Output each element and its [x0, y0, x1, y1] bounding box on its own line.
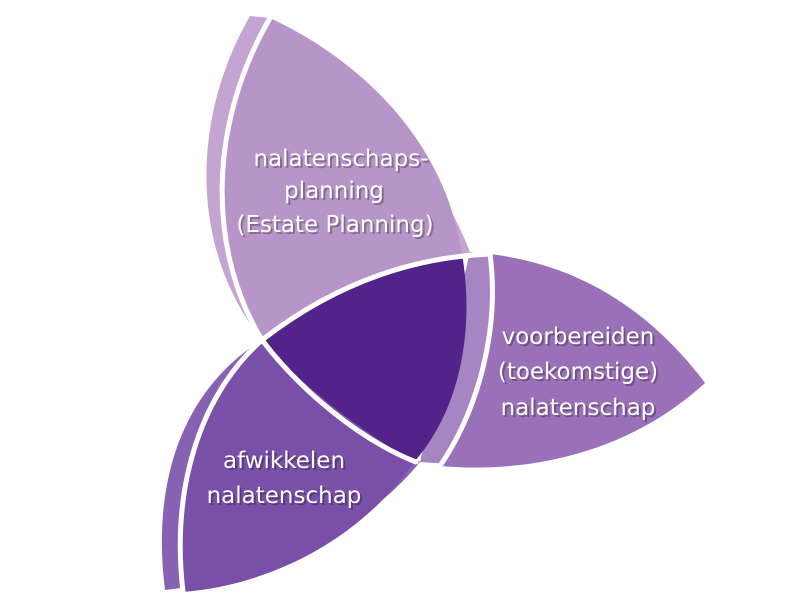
- separator-right: [437, 251, 495, 469]
- right-label-line-2-shadow: (toekomstige): [500, 361, 660, 387]
- svg-text:afwikkelen: afwikkelen: [225, 450, 347, 476]
- right-label-line-1-text: voorbereiden: [502, 324, 655, 350]
- top-petal: [222, 18, 462, 340]
- svg-text:planning: planning: [286, 180, 386, 206]
- right-label-line-3-text: nalatenschap: [501, 395, 656, 421]
- right-label-line-3-shadow: nalatenschap: [503, 397, 658, 423]
- left-label-line-2-shadow: nalatenschap: [209, 485, 364, 511]
- separator-top-left: [219, 15, 419, 465]
- svg-text:(Estate Planning): (Estate Planning): [238, 214, 435, 240]
- left-petal: [180, 340, 414, 592]
- right-label-line-1-shadow: voorbereiden: [504, 326, 657, 352]
- top-label-line-1-text: nalatenschaps-: [253, 146, 428, 172]
- svg-text:(toekomstige): (toekomstige): [500, 361, 660, 387]
- right-label-line-2-text: (toekomstige): [498, 359, 658, 385]
- svg-text:nalatenschaps-: nalatenschaps-: [255, 148, 430, 174]
- right-petal: [440, 254, 705, 468]
- left-petal-label: afwikkelen nalatenschap afwikkelen nalat…: [207, 448, 364, 511]
- top-label-line-3-shadow: (Estate Planning): [238, 214, 435, 240]
- separator-bottom-left: [177, 251, 493, 595]
- top-label-line-3-text: (Estate Planning): [236, 212, 433, 238]
- left-label-line-1-text: afwikkelen: [223, 448, 345, 474]
- svg-text:nalatenschap: nalatenschap: [209, 485, 364, 511]
- left-label-line-1-shadow: afwikkelen: [225, 450, 347, 476]
- center-overlap: [262, 254, 467, 462]
- svg-text:nalatenschap: nalatenschap: [503, 397, 658, 423]
- top-label-line-2-shadow: planning: [286, 180, 386, 206]
- left-label-line-2-text: nalatenschap: [207, 483, 362, 509]
- top-petal-label: nalatenschaps- planning (Estate Planning…: [236, 146, 435, 240]
- top-label-line-1: nalatenschaps-: [255, 148, 430, 174]
- right-petal-label: voorbereiden (toekomstige) nalatenschap …: [498, 324, 660, 423]
- svg-text:voorbereiden: voorbereiden: [504, 326, 657, 352]
- top-label-line-2-text: planning: [284, 178, 384, 204]
